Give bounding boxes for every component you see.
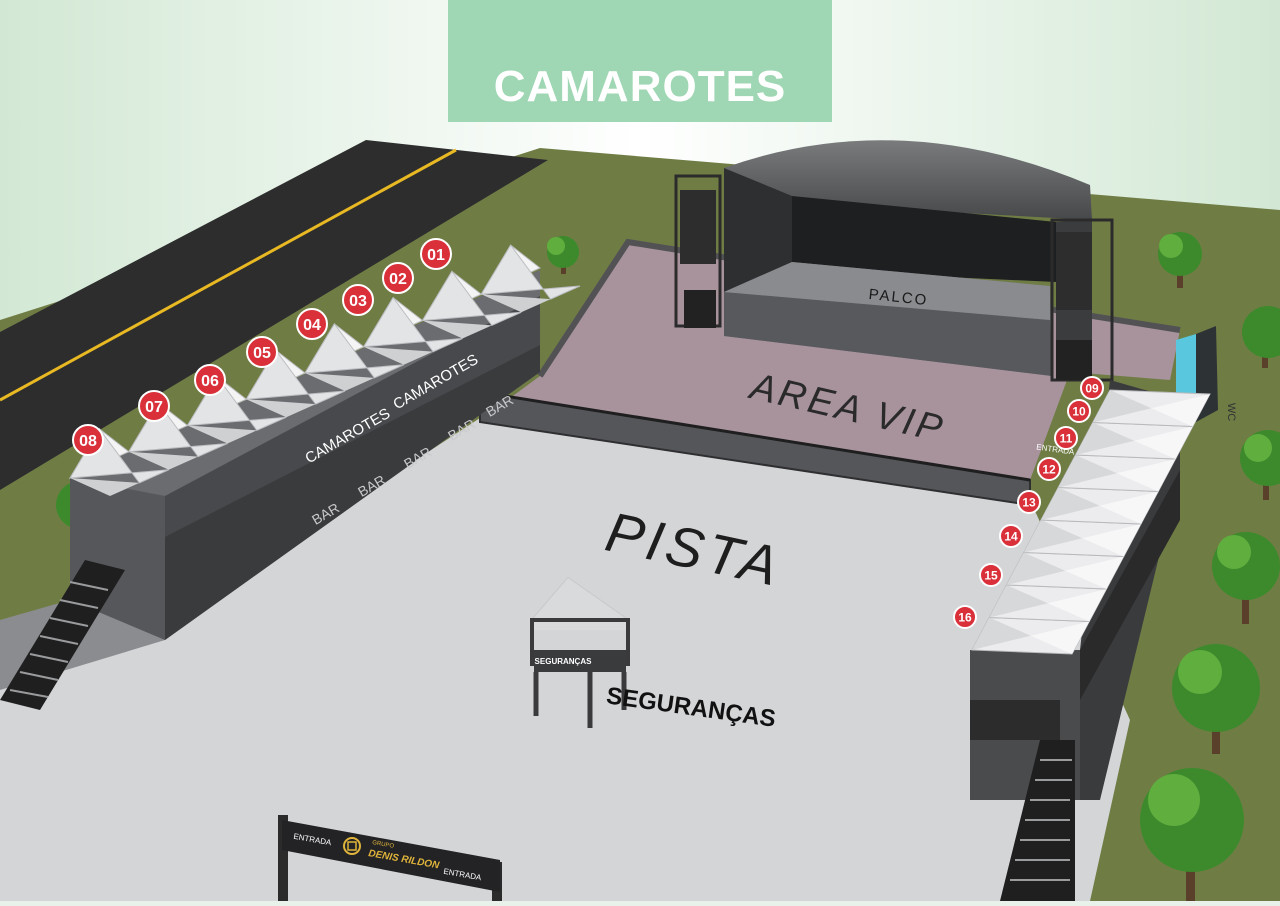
right-stairs — [1000, 740, 1075, 901]
box-marker-number: 16 — [958, 610, 972, 624]
box-marker-right-16: 16 — [953, 605, 977, 629]
box-marker-number: 12 — [1042, 462, 1056, 476]
box-marker-number: 09 — [1085, 381, 1099, 395]
road-center-line — [0, 148, 457, 402]
right-tent-roofs — [971, 389, 1211, 655]
box-marker-number: 13 — [1022, 495, 1036, 509]
box-marker-circle — [138, 390, 170, 422]
box-marker-right-12: 12 — [1037, 457, 1061, 481]
box-marker-circle — [296, 308, 328, 340]
box-marker-number: 06 — [201, 373, 219, 390]
box-marker-number: 03 — [349, 293, 367, 310]
box-marker-number: 15 — [984, 568, 998, 582]
box-marker-number: 08 — [79, 433, 97, 450]
box-marker-circle — [979, 563, 1003, 587]
box-marker-right-10: 10 — [1067, 399, 1091, 423]
entrance-arch — [278, 815, 502, 901]
box-marker-number: 02 — [389, 271, 407, 288]
box-marker-circle — [999, 524, 1023, 548]
box-marker-left-08: 08 — [72, 424, 104, 456]
box-marker-left-06: 06 — [194, 364, 226, 396]
box-marker-number: 14 — [1004, 529, 1018, 543]
left-stairs — [0, 560, 125, 710]
box-marker-circle — [342, 284, 374, 316]
box-marker-circle — [1080, 376, 1104, 400]
box-marker-number: 04 — [303, 317, 321, 334]
tree-icon — [1172, 644, 1260, 754]
security-booth — [529, 576, 632, 728]
wc-label: WC — [1225, 403, 1237, 421]
box-marker-circle — [1067, 399, 1091, 423]
box-marker-left-02: 02 — [382, 262, 414, 294]
box-marker-left-05: 05 — [246, 336, 278, 368]
box-marker-circle — [420, 238, 452, 270]
stage-label: PALCO — [868, 286, 929, 309]
box-marker-left-04: 04 — [296, 308, 328, 340]
tree-icon — [1242, 306, 1280, 368]
box-marker-circle — [382, 262, 414, 294]
right-camarote-structure — [970, 380, 1180, 800]
box-marker-number: 11 — [1060, 431, 1073, 445]
tree-icon — [1212, 532, 1280, 624]
box-marker-circle — [1037, 457, 1061, 481]
box-markers: 01 02 03 04 05 06 07 08 09 10 11 12 13 14 15 16 — [72, 238, 1104, 629]
box-marker-left-03: 03 — [342, 284, 374, 316]
box-marker-number: 10 — [1072, 404, 1086, 418]
box-marker-right-14: 14 — [999, 524, 1023, 548]
box-marker-right-11: 11 — [1054, 426, 1078, 450]
box-marker-circle — [1017, 490, 1041, 514]
right-speaker-tower — [1050, 218, 1114, 382]
brand-logo-icon — [343, 837, 361, 855]
tree-icon — [547, 236, 579, 274]
box-marker-number: 05 — [253, 345, 271, 362]
box-marker-left-01: 01 — [420, 238, 452, 270]
brand-small-text: GRUPO — [372, 840, 395, 850]
box-marker-circle — [1054, 426, 1078, 450]
road — [0, 140, 548, 490]
title-banner: CAMAROTES — [448, 0, 832, 122]
box-marker-left-07: 07 — [138, 390, 170, 422]
box-marker-circle — [953, 605, 977, 629]
page-title: CAMAROTES — [493, 62, 787, 111]
box-marker-number: 07 — [145, 399, 163, 416]
box-marker-circle — [194, 364, 226, 396]
box-marker-right-15: 15 — [979, 563, 1003, 587]
box-marker-circle — [246, 336, 278, 368]
tree-icon — [1158, 232, 1202, 288]
box-marker-right-13: 13 — [1017, 490, 1041, 514]
tree-icon — [1240, 430, 1280, 500]
security-booth-sign: SEGURANÇAS — [535, 657, 593, 666]
tree-icon — [1140, 768, 1244, 901]
box-marker-right-09: 09 — [1080, 376, 1104, 400]
left-speaker-tower — [674, 174, 722, 328]
left-tent-roofs — [68, 244, 581, 496]
box-marker-number: 01 — [427, 247, 445, 264]
box-marker-circle — [72, 424, 104, 456]
